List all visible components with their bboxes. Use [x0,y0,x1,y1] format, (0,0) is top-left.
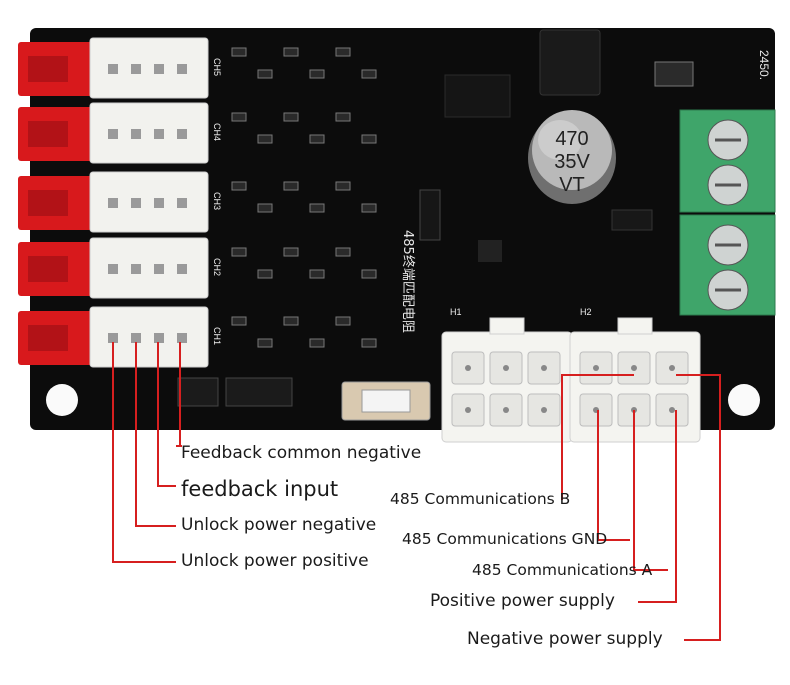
screw-terminal-power [679,214,776,316]
white-connector [89,102,209,164]
leader-485-b [561,374,634,500]
label-feedback-input: feedback input [181,477,339,501]
label-485-communications-a: 485 Communications A [472,561,653,579]
regulator-chip [539,29,601,96]
transistor [478,240,502,262]
label-unlock-power-negative: Unlock power negative [181,515,377,535]
leader-negative-power [676,374,721,641]
ic-chip [444,74,511,118]
leader-485-a [633,410,668,571]
capacitor-470uf: 470 35V VT [528,110,616,204]
channel-label: CH4 [212,123,222,141]
capacitor-text-2: 35V [554,151,590,173]
smd-part [611,209,653,231]
diode-d2 [654,61,694,87]
molex-connectors [441,317,701,443]
channel-row-ch2: CH2 [18,237,377,299]
white-connector [89,237,209,299]
corner-silkscreen: 2450. [757,50,771,80]
channel-row-ch1: CH1 [18,306,377,368]
white-connector [89,37,209,99]
leader-unlock-negative [135,342,176,527]
molex-h1 [441,317,573,443]
mounting-hole [46,384,78,416]
label-feedback-common-negative: Feedback common negative [181,443,422,463]
leader-positive-power [638,410,677,603]
silkscreen-text: 485终端匹配电阻 [400,230,416,333]
label-485-communications-gnd: 485 Communications GND [402,530,608,548]
header-label-h2: H2 [580,307,592,317]
screw-terminal-485 [679,109,776,213]
channel-label: CH3 [212,192,222,210]
capacitor-text-1: 470 [555,128,588,150]
capacitor-text-3: VT [559,174,585,196]
channel-row-ch4: CH4 [18,102,377,164]
pin-header-h6 [177,377,219,407]
white-connector [89,171,209,233]
channel-label: CH5 [212,58,222,76]
leader-unlock-positive [112,342,176,563]
mounting-hole [728,384,760,416]
label-485-communications-b: 485 Communications B [390,490,571,508]
jumper-header [419,189,441,241]
channel-label: CH2 [212,258,222,276]
label-positive-power-supply: Positive power supply [430,591,615,611]
channel-row-ch3: CH3 [18,171,377,233]
channel-row-ch5: CH5 [18,37,377,99]
label-negative-power-supply: Negative power supply [467,629,663,649]
leader-feedback-input [157,342,176,487]
leader-feedback-common [176,342,182,447]
label-unlock-power-positive: Unlock power positive [181,551,369,571]
channel-label: CH1 [212,327,222,345]
pin-header-h5 [225,377,293,407]
leader-485-gnd [597,410,630,541]
header-label-h1: H1 [450,307,462,317]
white-connector [89,306,209,368]
